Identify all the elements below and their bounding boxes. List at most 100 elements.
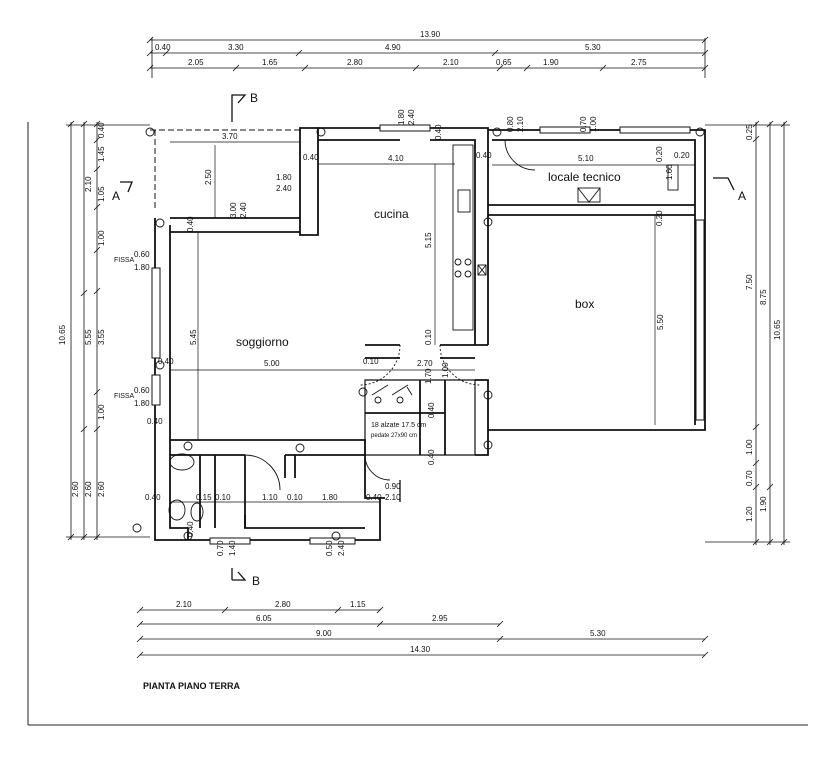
- dim-left-c1-5: 3.55: [97, 329, 106, 345]
- dim-left-c1-2: 2.10: [84, 176, 93, 192]
- dim-top-r2-6: 2.75: [631, 58, 647, 67]
- dim-070b: 0.70: [216, 540, 225, 556]
- dim-top-total: 13.90: [420, 30, 441, 39]
- dim-240c: 2.40: [276, 184, 292, 193]
- dim-top-r1-3: 5.30: [585, 43, 601, 52]
- section-markers: [120, 94, 735, 581]
- dim-040g: 0.40: [366, 493, 382, 502]
- dim-250: 2.50: [204, 169, 213, 185]
- dim-left-c1-0: 0.40: [97, 122, 106, 138]
- window-label-2b: 1.80: [134, 399, 150, 408]
- dim-110: 1.10: [262, 493, 278, 502]
- dim-040a: 0.40: [303, 153, 319, 162]
- dim-020b: 0.20: [674, 151, 690, 160]
- dim-240a: 2.40: [407, 109, 416, 125]
- dim-040j: 0.40: [427, 402, 436, 418]
- bottom-dimension-lines: [136, 606, 709, 659]
- dim-right-c1-1: 7.50: [745, 274, 754, 290]
- bottom-dimension-texts: 2.10 2.80 1.15 6.05 2.95 9.00 5.30 14.30: [176, 600, 606, 654]
- dim-top-r2-4: 0.65: [496, 58, 512, 67]
- dim-090: 0.90: [385, 482, 401, 491]
- window-label-1a: 0.60: [134, 250, 150, 259]
- dim-right-c2-0: 8.75: [759, 289, 768, 305]
- dim-top-r2-0: 2.05: [188, 58, 204, 67]
- interior-dimension-texts: 3.70 2.50 1.80 2.40 3.00 2.40 0.40 4.10 …: [145, 109, 690, 556]
- dim-top-r2-5: 1.90: [543, 58, 559, 67]
- room-label-box: box: [575, 297, 594, 311]
- dim-left-c1-3: 1.05: [97, 186, 106, 202]
- dim-240d: 2.40: [337, 540, 346, 556]
- dim-bot-r3-0: 9.00: [316, 629, 332, 638]
- dim-bot-r1-2: 1.15: [350, 600, 366, 609]
- dim-top-r1-2: 4.90: [385, 43, 401, 52]
- interior-dimension-lines: [170, 141, 695, 503]
- top-dimension-lines: [146, 36, 709, 78]
- section-label-b-bottom: B: [252, 574, 260, 588]
- dim-370: 3.70: [222, 132, 238, 141]
- right-dimension-texts: 0.25 7.50 1.00 0.70 1.20 8.75 1.90 10.65: [745, 124, 782, 522]
- dim-170: 1.70: [424, 368, 433, 384]
- dim-040c: 0.40: [158, 357, 174, 366]
- section-label-a-left: A: [112, 189, 120, 203]
- dim-right-c2-1: 1.90: [759, 496, 768, 512]
- kitchen-fixtures: [132, 127, 705, 541]
- dim-bot-r1-0: 2.10: [176, 600, 192, 609]
- dim-080: 0.80: [506, 116, 515, 132]
- dim-040h: 0.40: [186, 521, 195, 537]
- left-dimension-texts: 0.40 1.45 2.10 1.05 1.00 3.55 1.00 2.60 …: [58, 122, 106, 497]
- dim-100: 1.00: [589, 116, 598, 132]
- dim-180a: 1.80: [397, 109, 406, 125]
- dim-040d: 0.40: [186, 216, 195, 232]
- dim-right-c1-3: 0.70: [745, 470, 754, 486]
- dim-bot-r2-0: 6.05: [256, 614, 272, 623]
- dim-040f: 0.40: [145, 493, 161, 502]
- dim-top-r1-0: 0.40: [155, 43, 171, 52]
- stair-note-line2: pedate 27x90 cm: [371, 433, 417, 439]
- right-dimension-lines: [705, 120, 790, 546]
- page-frame: [27, 122, 808, 726]
- dim-040-kitchen-right: 0.40: [476, 151, 492, 160]
- dim-left-c2-0: 10.65: [58, 324, 67, 345]
- dim-040e: 0.40: [147, 417, 163, 426]
- dim-015: 0.15: [196, 493, 212, 502]
- dim-left-c2-2: 2.60: [71, 481, 80, 497]
- section-label-b-top: B: [250, 91, 258, 105]
- dim-140: 1.40: [228, 540, 237, 556]
- section-label-a-right: A: [738, 189, 746, 203]
- fissa-label-1: FISSA: [114, 257, 135, 264]
- stair-note-line1: 18 alzate 17.5 cm: [371, 422, 426, 429]
- stair-note: 18 alzate 17.5 cm pedate 27x90 cm: [371, 422, 426, 439]
- dim-left-c1-1: 1.45: [97, 146, 106, 162]
- section-labels: B B A A: [112, 91, 746, 588]
- dim-right-c3-0: 10.65: [773, 319, 782, 340]
- dim-left-c1-7: 2.60: [97, 481, 106, 497]
- room-label-cucina: cucina: [374, 207, 409, 221]
- plan-title: PIANTA PIANO TERRA: [143, 681, 241, 691]
- dim-top-r2-3: 2.10: [443, 58, 459, 67]
- dim-240b: 2.40: [239, 202, 248, 218]
- dim-160: 1.60: [665, 164, 674, 180]
- dim-020c: 0.20: [655, 210, 664, 226]
- dim-left-c1-4: 1.00: [97, 230, 106, 246]
- dim-410: 4.10: [388, 154, 404, 163]
- dim-010a: 0.10: [363, 357, 379, 366]
- dim-270: 2.70: [417, 359, 433, 368]
- dim-040b: 0.40: [434, 124, 443, 140]
- dim-top-r1-1: 3.30: [228, 43, 244, 52]
- dim-515: 5.15: [424, 232, 433, 248]
- room-label-soggiorno: soggiorno: [236, 335, 289, 349]
- dim-040i: 0.40: [427, 449, 436, 465]
- dim-left-c2-3: 2.60: [84, 481, 93, 497]
- dim-bot-r1-1: 2.80: [275, 600, 291, 609]
- dim-180c: 1.80: [322, 493, 338, 502]
- dim-010d: 0.10: [287, 493, 303, 502]
- dim-300: 3.00: [229, 202, 238, 218]
- dim-010c: 0.10: [215, 493, 231, 502]
- window-label-2a: 0.60: [134, 386, 150, 395]
- window-label-1b: 1.80: [134, 263, 150, 272]
- dim-500: 5.00: [264, 359, 280, 368]
- dim-right-c1-0: 0.25: [745, 124, 754, 140]
- dim-top-r2-2: 2.80: [347, 58, 363, 67]
- dim-550: 5.50: [656, 314, 665, 330]
